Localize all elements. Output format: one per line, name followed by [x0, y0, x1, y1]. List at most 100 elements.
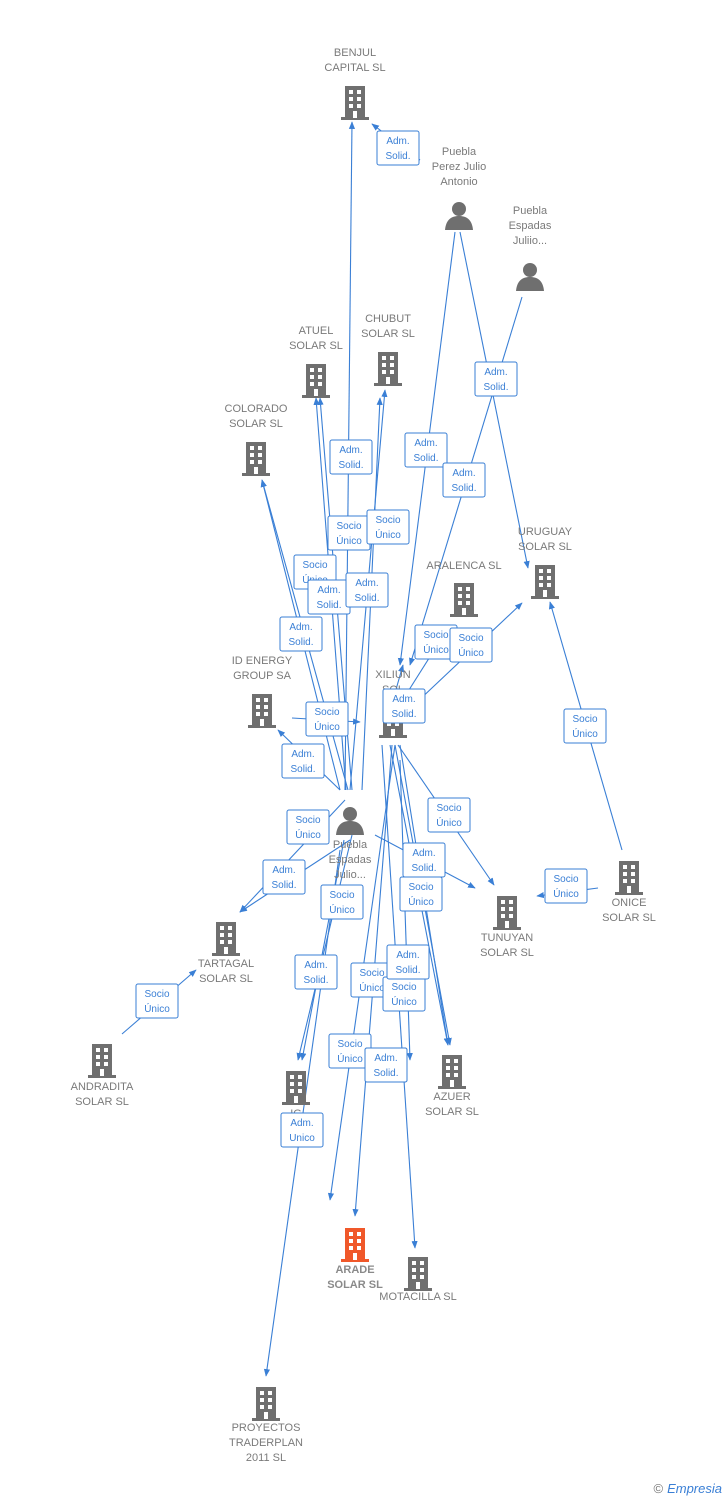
node-label: MOTACILLA SL: [379, 1291, 456, 1303]
building-icon: [493, 896, 521, 930]
svg-text:Adm.: Adm.: [355, 578, 378, 589]
svg-text:Solid.: Solid.: [391, 709, 416, 720]
building-icon: [450, 583, 478, 617]
svg-text:Único: Único: [408, 895, 434, 908]
svg-text:Único: Único: [391, 995, 417, 1008]
svg-text:Socio: Socio: [359, 968, 384, 979]
edge-labels-layer: Adm.Solid.Adm.Solid.Adm.Solid.Adm.Solid.…: [135, 130, 607, 1148]
edge-label: Adm.Solid.: [279, 616, 323, 652]
edge-label: Adm.Solid.: [404, 432, 448, 468]
svg-text:Único: Único: [144, 1002, 170, 1015]
svg-text:Socio: Socio: [336, 521, 361, 532]
building-icon: [341, 1228, 369, 1262]
node-motacilla[interactable]: MOTACILLA SL: [379, 1257, 457, 1303]
svg-text:Socio: Socio: [144, 989, 169, 1000]
building-icon: [88, 1044, 116, 1078]
relation-edge: [296, 834, 353, 1061]
edge-label: Adm.Unico: [280, 1112, 324, 1148]
svg-text:Único: Único: [314, 720, 340, 733]
footer-brand[interactable]: ©Empresia: [653, 1481, 722, 1496]
svg-text:Único: Único: [336, 534, 362, 547]
svg-text:Unico: Unico: [289, 1133, 315, 1144]
building-icon: [242, 442, 270, 476]
svg-text:Solid.: Solid.: [271, 880, 296, 891]
building-icon: [212, 922, 240, 956]
svg-text:Socio: Socio: [337, 1039, 362, 1050]
svg-text:Único: Único: [359, 981, 385, 994]
svg-text:Socio: Socio: [314, 707, 339, 718]
building-icon: [302, 364, 330, 398]
brand-name: Empresia: [667, 1481, 722, 1496]
svg-text:Socio: Socio: [553, 874, 578, 885]
person-icon: [336, 807, 364, 835]
svg-text:Socio: Socio: [572, 714, 597, 725]
svg-text:Único: Único: [572, 727, 598, 740]
svg-text:Adm.: Adm.: [414, 438, 437, 449]
building-icon: [531, 565, 559, 599]
edge-label: Adm. Solid.: [262, 859, 306, 895]
edge-label: Adm. Solid.: [376, 130, 420, 166]
svg-text:Único: Único: [423, 643, 449, 656]
edge-label: Adm.Solid.: [345, 572, 389, 608]
svg-text:Adm.: Adm.: [291, 749, 314, 760]
svg-text:Socio: Socio: [329, 890, 354, 901]
svg-text:Único: Único: [553, 887, 579, 900]
person-icon: [445, 202, 473, 230]
building-icon: [252, 1387, 280, 1421]
svg-text:Solid.: Solid.: [385, 151, 410, 162]
node-aralenca[interactable]: ARALENCA SL: [426, 560, 502, 617]
svg-text:Adm.: Adm.: [374, 1053, 397, 1064]
node-label: ARALENCA SL: [426, 560, 501, 572]
building-icon: [615, 861, 643, 895]
svg-text:Socio: Socio: [458, 633, 483, 644]
svg-text:Único: Único: [375, 528, 401, 541]
edge-label: Adm.Solid.: [281, 743, 325, 779]
svg-text:Socio: Socio: [375, 515, 400, 526]
svg-text:Único: Único: [329, 903, 355, 916]
svg-text:Adm.: Adm.: [386, 136, 409, 147]
svg-text:Adm.: Adm.: [272, 865, 295, 876]
building-icon: [438, 1055, 466, 1089]
building-icon: [374, 352, 402, 386]
